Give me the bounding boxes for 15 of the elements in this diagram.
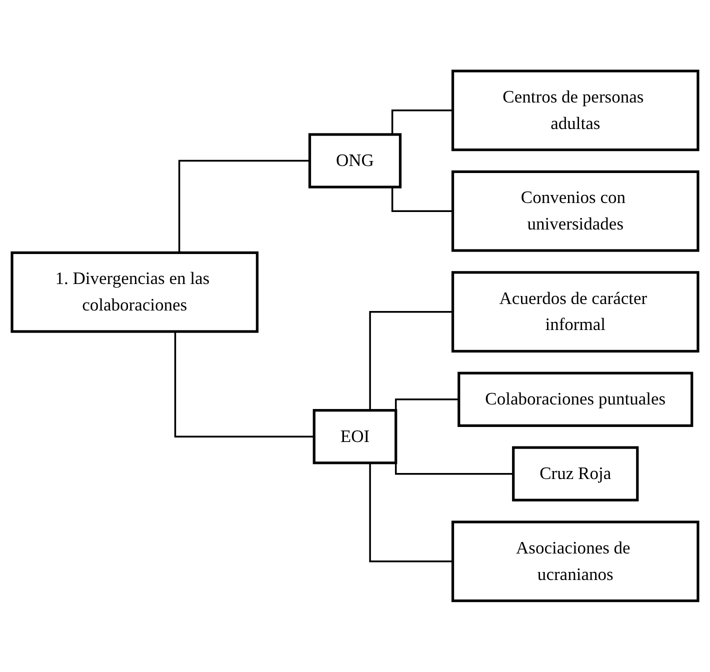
connector	[391, 187, 453, 212]
node-box: Convenios con universidades	[451, 170, 700, 252]
connector	[369, 462, 453, 562]
connector	[391, 110, 453, 135]
connector	[178, 160, 310, 253]
node-box: ONG	[308, 133, 402, 188]
node-box: 1. Divergencias en las colaboraciones	[10, 252, 259, 333]
node-box: EOI	[312, 409, 398, 464]
connector	[174, 332, 314, 438]
connector	[369, 311, 453, 410]
node-box: Cruz Roja	[512, 446, 639, 502]
node-box: Centros de personas adultas	[451, 70, 700, 152]
node-box: Colaboraciones puntuales	[458, 372, 694, 428]
node-box: Acuerdos de carácter informal	[451, 271, 700, 353]
node-box: Asociaciones de ucranianos	[451, 520, 700, 602]
